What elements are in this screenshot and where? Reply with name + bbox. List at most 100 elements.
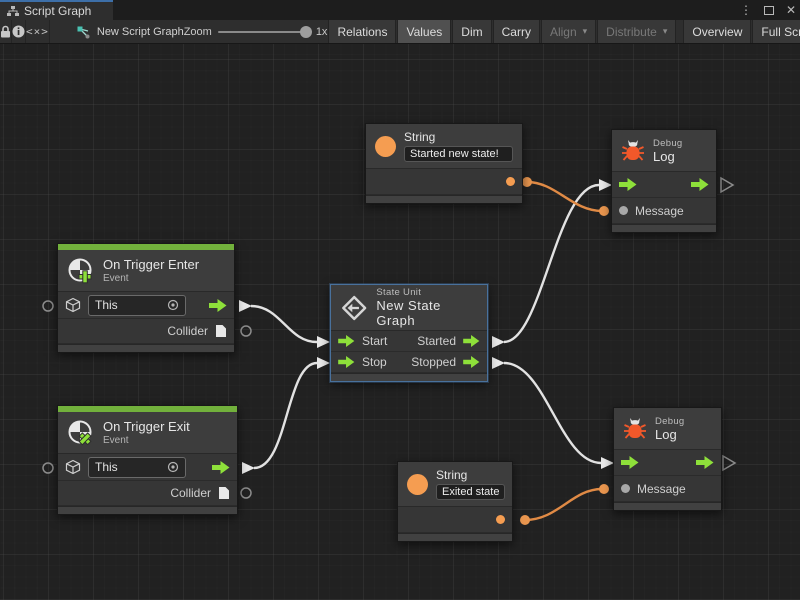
start-port-label: Start — [362, 334, 387, 348]
started-output-port[interactable] — [463, 335, 480, 347]
tab-bar: Script Graph ⋮ ✕ — [0, 0, 800, 20]
node-footer — [58, 506, 237, 514]
node-on-trigger-enter[interactable]: On Trigger Enter Event This — [57, 243, 235, 353]
zoom-slider[interactable] — [218, 31, 310, 33]
node-subtitle: Event — [103, 273, 199, 284]
trigger-enter-icon — [67, 257, 95, 285]
carry-button[interactable]: Carry — [493, 20, 540, 43]
unconnected-circle-enter-collider[interactable] — [241, 326, 251, 336]
target-object-dropdown[interactable]: This — [88, 295, 186, 316]
node-title: New State Graph — [376, 298, 478, 328]
node-title: On Trigger Enter — [103, 257, 199, 272]
object-picker-icon[interactable] — [167, 299, 179, 311]
inspect-toggle-button[interactable]: <×> — [26, 20, 50, 43]
tab-script-graph[interactable]: Script Graph — [0, 0, 113, 20]
node-string-top[interactable]: String Started new state! — [365, 123, 523, 204]
collider-port-label: Collider — [170, 486, 211, 500]
lock-button[interactable] — [0, 20, 12, 43]
wire-exit-to-stop[interactable] — [254, 363, 317, 468]
unconnected-circle-enter-this[interactable] — [43, 301, 53, 311]
object-picker-icon[interactable] — [167, 461, 179, 473]
collider-output-port[interactable] — [218, 486, 230, 500]
node-debug-log-bottom[interactable]: Debug Log Message — [613, 407, 722, 511]
collider-output-port[interactable] — [215, 324, 227, 338]
started-port-label: Started — [417, 334, 456, 348]
script-graph-icon — [76, 25, 91, 39]
node-state-unit[interactable]: State Unit New State Graph Start Started… — [330, 284, 488, 382]
window-menu-icon[interactable]: ⋮ — [740, 4, 752, 16]
start-input-port[interactable] — [338, 335, 355, 347]
node-subtitle: Event — [103, 435, 190, 446]
graph-hierarchy-icon — [7, 6, 19, 17]
stopped-output-port[interactable] — [463, 356, 480, 368]
gameobject-cube-icon — [65, 459, 81, 475]
target-object-dropdown[interactable]: This — [88, 457, 186, 478]
zoom-label: Zoom — [184, 26, 212, 38]
graph-name-label: New Script Graph — [97, 26, 184, 38]
graph-canvas[interactable]: String Started new state! — [0, 44, 800, 600]
collider-port-label: Collider — [167, 324, 208, 338]
string-output-port[interactable] — [496, 515, 505, 524]
wire-arrow-src-stopped — [492, 357, 505, 369]
distribute-button[interactable]: Distribute — [597, 20, 676, 43]
fullscreen-button[interactable]: Full Scr — [752, 20, 800, 43]
wire-stopped-to-log-bottom[interactable] — [504, 363, 601, 463]
state-unit-icon — [340, 293, 368, 323]
wire-dot-message-bottom — [599, 484, 609, 494]
unconnected-triangle-log-bottom[interactable] — [723, 456, 735, 470]
node-footer — [398, 533, 512, 541]
node-on-trigger-exit[interactable]: On Trigger Exit Event This — [57, 405, 238, 515]
values-button[interactable]: Values — [397, 20, 451, 43]
node-footer — [58, 344, 234, 352]
bug-icon — [621, 139, 645, 163]
target-value: This — [95, 460, 161, 474]
graph-breadcrumb[interactable]: New Script Graph — [50, 20, 184, 43]
message-input-port[interactable] — [621, 484, 630, 493]
wire-arrow-src-started — [492, 336, 505, 348]
flow-output-port[interactable] — [212, 461, 230, 474]
unconnected-circle-exit-this[interactable] — [43, 463, 53, 473]
node-footer — [614, 502, 721, 510]
node-category: Debug — [655, 416, 685, 427]
flow-input-port[interactable] — [621, 456, 639, 469]
unconnected-circle-exit-collider[interactable] — [241, 488, 251, 498]
flow-output-port[interactable] — [691, 178, 709, 191]
dim-button[interactable]: Dim — [452, 20, 491, 43]
gameobject-cube-icon — [65, 297, 81, 313]
node-footer — [366, 195, 522, 203]
flow-output-port[interactable] — [696, 456, 714, 469]
trigger-exit-icon — [67, 419, 95, 447]
node-footer — [331, 373, 487, 381]
string-value-input[interactable]: Exited state — [436, 484, 505, 500]
stop-input-port[interactable] — [338, 356, 355, 368]
wire-arrow-src-enter — [239, 300, 252, 312]
wire-enter-to-start[interactable] — [251, 306, 317, 342]
message-input-port[interactable] — [619, 206, 628, 215]
flow-output-port[interactable] — [209, 299, 227, 312]
string-type-icon — [375, 136, 396, 157]
wire-dot-string-top — [522, 177, 532, 187]
align-button[interactable]: Align — [541, 20, 596, 43]
string-output-port[interactable] — [506, 177, 515, 186]
lock-icon — [0, 25, 11, 38]
maximize-icon[interactable] — [764, 6, 774, 15]
node-debug-log-top[interactable]: Debug Log Message — [611, 129, 717, 233]
string-value-input[interactable]: Started new state! — [404, 146, 513, 162]
window-controls: ⋮ ✕ — [740, 0, 796, 20]
zoom-slider-handle[interactable] — [300, 26, 312, 38]
close-icon[interactable]: ✕ — [786, 4, 796, 16]
node-category: Debug — [653, 138, 683, 149]
target-value: This — [95, 298, 161, 312]
unconnected-triangle-log-top[interactable] — [721, 178, 733, 192]
overview-button[interactable]: Overview — [683, 20, 751, 43]
message-port-label: Message — [635, 204, 684, 218]
string-type-icon — [407, 474, 428, 495]
node-string-bottom[interactable]: String Exited state — [397, 461, 513, 542]
wire-string-bottom-to-message[interactable] — [525, 489, 602, 520]
wire-arrow-src-exit — [242, 462, 255, 474]
wire-arrow-dst-start — [317, 336, 330, 348]
info-button[interactable] — [12, 20, 26, 43]
flow-input-port[interactable] — [619, 178, 637, 191]
zoom-control: Zoom 1x — [184, 20, 328, 43]
relations-button[interactable]: Relations — [328, 20, 396, 43]
